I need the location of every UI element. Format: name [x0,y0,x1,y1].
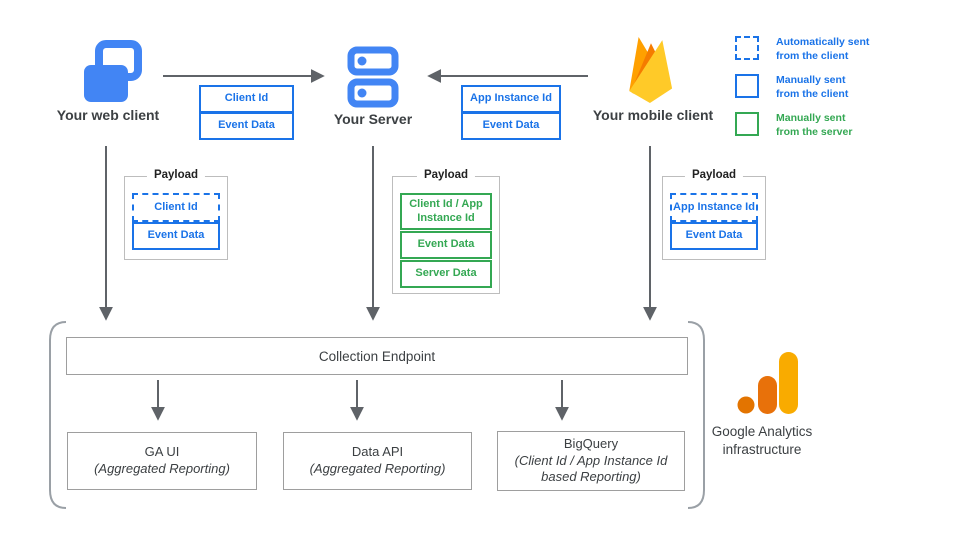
bigquery-box: BigQuery (Client Id / App Instance Id ba… [497,431,685,491]
payload-title: Payload [416,169,476,181]
web-client-icon [84,40,142,102]
firebase-icon [629,37,673,103]
legend-swatch-solid-blue [735,74,759,98]
chip-event-data-2: Event Data [461,112,561,140]
legend-swatch-dashed-blue [735,36,759,60]
data-api-subtitle: (Aggregated Reporting) [309,461,446,476]
payload-item-event-data: Event Data [400,231,492,259]
payload-item-client-app-id: Client Id / App Instance Id [400,193,492,230]
payload-box-web: Payload Client Id Event Data [124,169,228,260]
payload-item-app-instance-id: App Instance Id [670,193,758,222]
ga-ui-title: GA UI [144,444,180,460]
payload-box-server: Payload Client Id / App Instance Id Even… [392,169,500,294]
payload-item-client-id: Client Id [132,193,220,222]
server-label: Your Server [333,111,413,127]
payload-item-server-data: Server Data [400,260,492,288]
mobile-client-label: Your mobile client [592,107,714,123]
collection-endpoint-box: Collection Endpoint [66,337,688,375]
chip-event-data: Event Data [199,112,294,140]
left-bracket [49,321,67,509]
web-client-label: Your web client [56,107,160,123]
google-analytics-logo-icon [737,352,798,414]
data-api-box: Data API (Aggregated Reporting) [283,432,472,490]
payload-title: Payload [146,169,206,181]
payload-box-mobile: Payload App Instance Id Event Data [662,169,766,260]
bigquery-title: BigQuery [563,435,619,451]
ga-ui-box: GA UI (Aggregated Reporting) [67,432,257,490]
brand-label: Google Analytics infrastructure [711,424,813,458]
ga-ui-subtitle: (Aggregated Reporting) [94,461,230,476]
right-bracket [687,321,705,509]
payload-item-event-data: Event Data [132,222,220,250]
payload-title: Payload [684,169,744,181]
data-api-title: Data API [351,444,404,460]
chip-app-instance-id: App Instance Id [461,85,561,113]
server-icon [347,46,399,108]
chip-client-id: Client Id [199,85,294,113]
legend-swatch-solid-green [735,112,759,136]
payload-item-event-data: Event Data [670,222,758,250]
bigquery-subtitle: (Client Id / App Instance Id based Repor… [514,452,668,485]
